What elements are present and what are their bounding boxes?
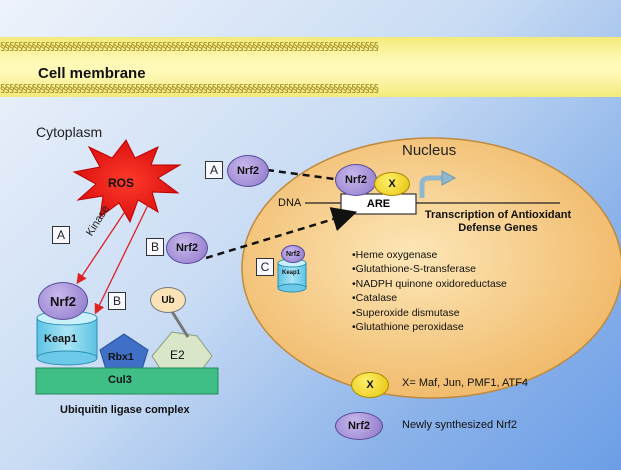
membrane-lipid-row-top: §§§§§§§§§§§§§§§§§§§§§§§§§§§§§§§§§§§§§§§§…	[0, 40, 379, 53]
membrane-label: Cell membrane	[38, 65, 146, 82]
gene-item: •Glutathione peroxidase	[352, 321, 464, 334]
ros-to-keap1-arrow	[94, 204, 149, 315]
are-label: ARE	[366, 198, 391, 210]
gene-item: •Heme oxygenase	[352, 249, 438, 261]
pathway-a-box: A	[52, 226, 70, 244]
gene-item: •Superoxide dismutase	[352, 306, 460, 319]
cytoplasm-label: Cytoplasm	[36, 124, 103, 140]
curved-arrow-icon	[419, 175, 444, 198]
nrf2-nucleus: Nrf2	[335, 164, 377, 196]
dna-label: DNA	[278, 197, 302, 209]
rbx1-label: Rbx1	[108, 351, 134, 363]
starburst-icon	[72, 139, 182, 224]
nrf2-pathway-a: Nrf2	[227, 155, 269, 187]
pathway-b-box: B	[146, 238, 164, 256]
pathway-a-box-nucleus: A	[205, 161, 223, 179]
legend-nrf2-symbol: Nrf2	[335, 412, 383, 440]
x-factor: X	[374, 172, 410, 196]
pathway-b-box-complex: B	[108, 292, 126, 310]
nrf2-small: Nrf2	[281, 245, 305, 263]
transcription-label: Transcription of Antioxidant Defense Gen…	[424, 209, 572, 234]
cell-membrane	[0, 37, 621, 97]
legend-x-text: X= Maf, Jun, PMF1, ATF4	[402, 377, 529, 389]
pathway-c-box: C	[256, 258, 274, 276]
are-box	[340, 193, 417, 215]
complex-caption: Ubiquitin ligase complex	[60, 404, 190, 416]
cul3	[35, 367, 219, 395]
antioxidant-gene-list: •Heme oxygenase •Glutathione-S-transfera…	[352, 248, 507, 334]
legend-nrf2-text: Newly synthesized Nrf2	[402, 419, 517, 431]
membrane-lipid-row-bottom: §§§§§§§§§§§§§§§§§§§§§§§§§§§§§§§§§§§§§§§§…	[0, 82, 379, 95]
kinase-arrow	[76, 209, 127, 285]
nucleus-label: Nucleus	[402, 142, 457, 159]
ubiquitin: Ub	[150, 287, 186, 313]
pathway-a-dashed-arrow	[266, 168, 343, 182]
gene-item: •NADPH quinone oxidoreductase	[352, 277, 507, 290]
gene-item: •Catalase	[352, 292, 398, 305]
ros-label: ROS	[108, 176, 135, 190]
keap1-small-label: Keap1	[282, 270, 301, 276]
gene-item: •Glutathione-S-transferase	[352, 263, 476, 276]
nrf2-complex: Nrf2	[38, 282, 88, 320]
pathway-b-dashed-arrow	[205, 207, 358, 260]
keap1-label: Keap1	[44, 333, 78, 345]
nrf2-pathway-b: Nrf2	[166, 232, 208, 264]
cul3-label: Cul3	[108, 374, 132, 386]
legend-x-symbol: X	[351, 372, 389, 398]
e2-label: E2	[170, 348, 185, 362]
